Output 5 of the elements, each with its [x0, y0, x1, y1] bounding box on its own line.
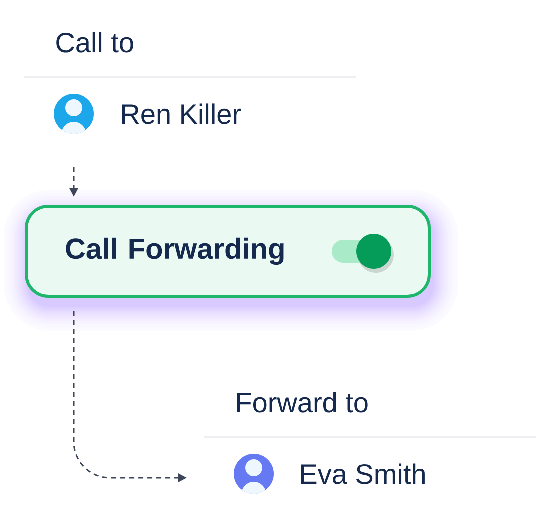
contact-name: Ren Killer: [122, 104, 242, 124]
setting-box: Call Forwarding: [25, 205, 431, 298]
contact-name: Eva Smith: [302, 464, 425, 484]
section-heading: Call to: [56, 32, 134, 53]
section-heading: Forward to: [238, 392, 368, 413]
